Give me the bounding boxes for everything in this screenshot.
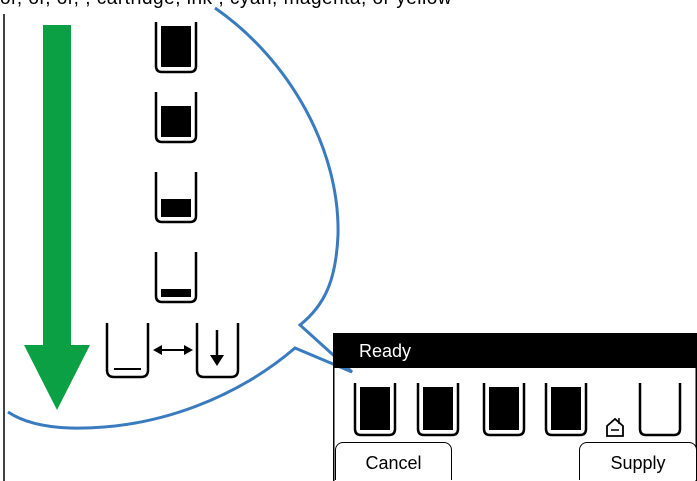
control-panel: Ready Cancel Supply xyxy=(333,333,697,481)
callout-bubble xyxy=(7,6,354,430)
legend-cartridge-2 xyxy=(154,92,198,144)
legend-cartridge-4 xyxy=(154,252,198,304)
replace-cartridge-icon xyxy=(105,323,240,379)
decreasing-level-arrow xyxy=(24,25,90,410)
legend-cartridge-3 xyxy=(154,172,198,224)
supply-button-label: Supply xyxy=(610,453,666,473)
cartridge-5 xyxy=(638,383,682,437)
legend-cartridges xyxy=(154,22,198,304)
status-bar: Ready xyxy=(333,333,697,368)
cartridge-3 xyxy=(482,383,526,437)
cancel-button[interactable]: Cancel xyxy=(335,442,452,480)
status-text: Ready xyxy=(359,341,412,361)
legend-cartridge-1 xyxy=(154,22,198,74)
cartridge-4 xyxy=(544,383,588,437)
cancel-button-label: Cancel xyxy=(365,453,422,473)
supply-button[interactable]: Supply xyxy=(579,442,697,480)
cartridge-2 xyxy=(416,383,460,437)
panel-graphics xyxy=(333,368,697,481)
caption-text: or, or, or, , cartridge, ink , cyan, mag… xyxy=(0,0,452,10)
caption-strip: or, or, or, , cartridge, ink , cyan, mag… xyxy=(0,0,697,14)
cartridge-1 xyxy=(353,383,397,437)
waste-ink-icon xyxy=(606,417,624,437)
